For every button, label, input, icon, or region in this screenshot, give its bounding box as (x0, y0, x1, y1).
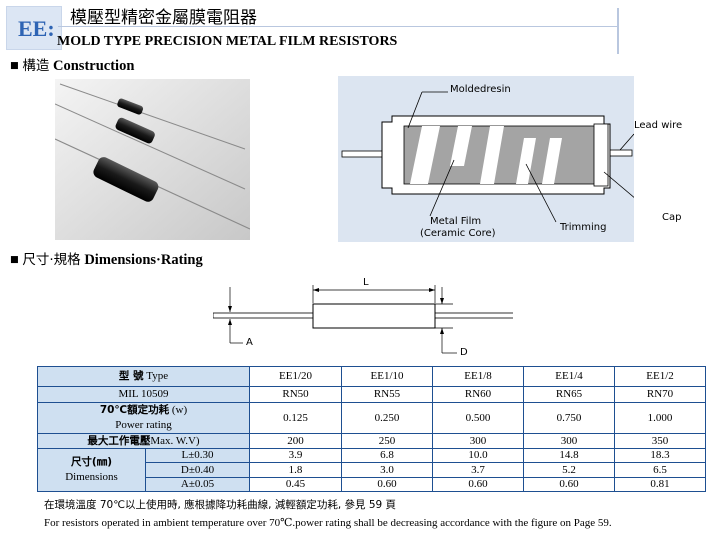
dimension-figure: L A D (213, 271, 513, 363)
table-row-mil: MIL 10509 RN50 RN55 RN60 RN65 RN70 (37, 386, 706, 403)
lead-label: A±0.05 (145, 477, 250, 492)
power-cell: 0.500 (432, 402, 524, 434)
type-cell: EE1/20 (249, 366, 342, 387)
mil-cell: RN55 (341, 386, 433, 403)
header-vertical-divider (617, 8, 619, 54)
diameter-label: D±0.40 (145, 462, 250, 478)
label-ceramic-core: (Ceramic Core) (420, 228, 496, 239)
bullet-icon: ■ (10, 58, 19, 74)
power-cell: 0.750 (523, 402, 615, 434)
section-construction-heading: ■ 構造 Construction (10, 54, 134, 75)
label-molded-resin: Moldedresin (450, 84, 511, 95)
specification-table: 型 號 Type EE1/20 EE1/10 EE1/8 EE1/4 EE1/2… (37, 366, 706, 492)
series-code-badge (6, 6, 62, 50)
lead-cell: 0.60 (432, 477, 524, 492)
length-cell: 3.9 (249, 448, 342, 463)
type-cell: EE1/10 (341, 366, 433, 387)
lead-cell: 0.81 (614, 477, 706, 492)
construction-diagram: Moldedresin Lead wire Metal Film (Cerami… (338, 76, 682, 242)
label-cap: Cap (662, 212, 682, 223)
power-label: 70℃額定功耗 (w) Power rating (37, 402, 250, 434)
table-row-lead: A±0.05 0.45 0.60 0.60 0.60 0.81 (38, 477, 706, 492)
diameter-cell: 5.2 (523, 462, 615, 478)
diameter-cell: 3.0 (341, 462, 433, 478)
voltage-cell: 300 (523, 433, 615, 449)
resistor-small (117, 98, 144, 115)
dimension-label-L: L (363, 277, 369, 288)
length-cell: 6.8 (341, 448, 433, 463)
label-metal-film: Metal Film (430, 216, 482, 227)
section-dimensions-en: Dimensions·Rating (84, 252, 203, 268)
lead-cell: 0.45 (249, 477, 342, 492)
voltage-cell: 300 (432, 433, 524, 449)
type-cell: EE1/4 (523, 366, 615, 387)
label-trimming: Trimming (560, 222, 607, 233)
resistor-photo (55, 79, 250, 240)
lead-cell: 0.60 (341, 477, 433, 492)
diameter-cell: 6.5 (614, 462, 706, 478)
voltage-cell: 350 (614, 433, 706, 449)
bullet-icon: ■ (10, 252, 19, 268)
page-title-chinese: 模壓型精密金屬膜電阻器 (70, 8, 257, 28)
type-label: 型 號 Type (37, 366, 250, 387)
power-cell: 1.000 (614, 402, 706, 434)
power-cell: 0.250 (341, 402, 433, 434)
table-row-type: 型 號 Type EE1/20 EE1/10 EE1/8 EE1/4 EE1/2 (37, 366, 706, 387)
mil-cell: RN70 (614, 386, 706, 403)
section-dimensions-heading: ■ 尺寸·規格 Dimensions·Rating (10, 248, 203, 269)
diameter-cell: 3.7 (432, 462, 524, 478)
mil-cell: RN50 (249, 386, 342, 403)
resistor-medium (115, 117, 155, 144)
type-cell: EE1/8 (432, 366, 524, 387)
diameter-cell: 1.8 (249, 462, 342, 478)
dimension-label-D: D (460, 347, 468, 358)
label-lead-wire: Lead wire (634, 120, 683, 131)
resistor-large (93, 157, 159, 202)
series-code: EE: (18, 16, 55, 41)
voltage-label: 最大工作電壓Max. W.V) (37, 433, 250, 449)
dimension-label-A: A (246, 337, 253, 348)
note-english: For resistors operated in ambient temper… (44, 517, 612, 529)
voltage-cell: 250 (341, 433, 433, 449)
section-dimensions-cn: 尺寸·規格 (22, 252, 81, 268)
section-construction-cn: 構造 (22, 58, 50, 74)
length-label: L±0.30 (145, 448, 250, 463)
type-cell: EE1/2 (614, 366, 706, 387)
mil-cell: RN65 (523, 386, 615, 403)
length-cell: 18.3 (614, 448, 706, 463)
voltage-cell: 200 (249, 433, 342, 449)
section-construction-en: Construction (53, 58, 135, 74)
power-cell: 0.125 (249, 402, 342, 434)
table-row-power: 70℃額定功耗 (w) Power rating 0.125 0.250 0.5… (37, 402, 706, 434)
lead-cell: 0.60 (523, 477, 615, 492)
note-chinese: 在環境溫度 70℃以上使用時, 應根據降功耗曲線, 減輕額定功耗, 參見 59 … (44, 499, 397, 511)
mil-cell: RN60 (432, 386, 524, 403)
table-row-length: 尺寸(㎜) Dimensions L±0.30 3.9 6.8 10.0 14.… (37, 448, 706, 492)
length-cell: 10.0 (432, 448, 524, 463)
dimensions-label: 尺寸(㎜) Dimensions (37, 448, 146, 492)
table-row-voltage: 最大工作電壓Max. W.V) 200 250 300 300 350 (37, 433, 706, 449)
mil-label: MIL 10509 (37, 386, 250, 403)
length-cell: 14.8 (523, 448, 615, 463)
header-divider (58, 26, 618, 27)
page-title-english: MOLD TYPE PRECISION METAL FILM RESISTORS (57, 34, 398, 49)
